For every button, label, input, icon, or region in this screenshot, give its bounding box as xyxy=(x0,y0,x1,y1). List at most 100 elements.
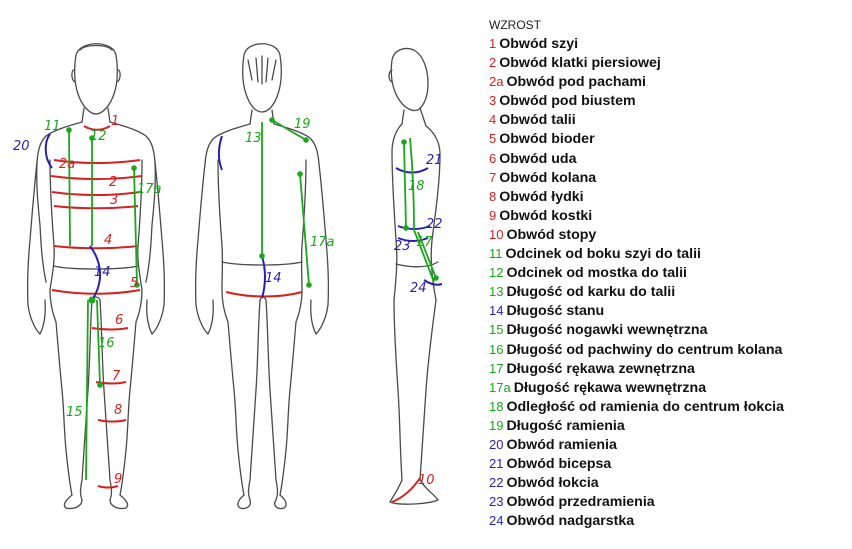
front-label-1: 1 xyxy=(111,114,119,129)
legend-title: WZROST xyxy=(489,18,541,32)
front-line-16 xyxy=(96,299,101,386)
legend-item-number: 6 xyxy=(489,150,497,166)
front-label-3: 3 xyxy=(110,193,118,208)
legend-item-label: Obwód pod pachami xyxy=(506,74,646,91)
front-line-9-ankle xyxy=(97,485,119,489)
legend-item-label: Obwód kolana xyxy=(499,169,597,186)
back-line-19 xyxy=(271,119,307,141)
front-line-2a-underarm xyxy=(53,159,141,164)
front-line-1-neck xyxy=(83,125,111,131)
side-line-18 xyxy=(403,141,407,229)
side-line-23-forearm xyxy=(397,237,429,242)
back-figure: 13 19 17a 14 xyxy=(194,43,335,510)
legend-item-number: 12 xyxy=(489,265,504,281)
legend-item-number: 21 xyxy=(489,456,504,472)
front-label-5: 5 xyxy=(130,276,138,291)
side-figure: 21 18 22 23 17 24 10 xyxy=(388,47,443,505)
legend-item-number: 8 xyxy=(489,188,497,204)
legend-item-label: Obwód stopy xyxy=(506,226,597,243)
back-label-13: 13 xyxy=(245,131,262,146)
side-label-17: 17 xyxy=(416,235,433,250)
back-line-hips xyxy=(225,291,303,298)
back-label-17a: 17a xyxy=(310,235,335,250)
legend-item-label: Długość nogawki wewnętrzna xyxy=(506,322,708,339)
front-label-6: 6 xyxy=(115,313,123,328)
legend-item-number: 16 xyxy=(489,341,504,357)
legend-item-number: 7 xyxy=(489,169,497,185)
legend-item-label: Obwód talii xyxy=(499,112,576,129)
legend-item-number: 2a xyxy=(489,74,504,90)
back-label-14: 14 xyxy=(265,271,282,286)
front-line-4-waist xyxy=(53,245,139,250)
legend-item-label: Długość od karku do talii xyxy=(506,284,676,301)
front-label-7: 7 xyxy=(112,369,121,384)
legend-item-label: Obwód szyi xyxy=(499,36,579,52)
front-label-9: 9 xyxy=(114,472,122,487)
legend-item-number: 18 xyxy=(489,398,504,414)
legend-item-number: 11 xyxy=(489,246,503,262)
front-line-8-calf xyxy=(97,419,127,423)
side-label-24: 24 xyxy=(410,281,427,296)
front-line-15 xyxy=(85,299,89,481)
front-label-4: 4 xyxy=(104,233,112,248)
legend-item-number: 17a xyxy=(489,379,511,395)
front-label-2a: 2a xyxy=(59,157,75,172)
front-body-outline xyxy=(26,43,166,510)
legend-item-label: Obwód łydki xyxy=(499,188,584,205)
side-line-24-wrist xyxy=(423,279,443,286)
legend-item-number: 19 xyxy=(489,417,504,433)
legend-item-number: 22 xyxy=(489,475,504,491)
front-line-3b-bust xyxy=(53,205,139,210)
legend-item-label: Obwód bicepsa xyxy=(506,456,612,473)
body-measurement-figures: 1 2a 2 3 4 5 6 7 8 9 11 12 14 15 16 17a … xyxy=(13,43,443,510)
legend-item-label: Obwód łokcia xyxy=(506,475,599,492)
legend-item-label: Obwód uda xyxy=(499,150,577,167)
front-label-12: 12 xyxy=(90,129,107,144)
legend-item-label: Obwód kostki xyxy=(499,207,593,224)
side-label-21: 21 xyxy=(426,153,443,168)
legend-item-label: Długość stanu xyxy=(506,303,605,320)
legend-item-label: Długość ramienia xyxy=(506,417,625,434)
legend-item-label: Obwód ramienia xyxy=(506,436,617,453)
back-line-17a xyxy=(299,173,310,286)
legend-item-number: 20 xyxy=(489,436,504,452)
legend-item-label: Długość od pachwiny do centrum kolana xyxy=(506,341,783,358)
front-line-6-thigh xyxy=(91,327,129,331)
legend-item-number: 9 xyxy=(489,207,497,223)
front-label-2: 2 xyxy=(109,175,117,190)
legend-item-number: 2 xyxy=(489,55,497,71)
legend-item-label: Obwód bioder xyxy=(499,131,595,148)
legend-item-number: 24 xyxy=(489,513,504,529)
front-line-17a xyxy=(133,167,138,286)
front-label-15: 15 xyxy=(66,405,83,420)
legend-item-number: 3 xyxy=(489,93,497,109)
front-label-14: 14 xyxy=(94,265,111,280)
side-label-22: 22 xyxy=(426,217,443,232)
side-label-23: 23 xyxy=(394,239,411,254)
legend-item-label: Odcinek od boku szyi do talii xyxy=(505,246,702,263)
back-body-outline xyxy=(194,43,330,510)
legend-item-label: Obwód przedramienia xyxy=(506,494,655,511)
legend-item-number: 1 xyxy=(489,36,497,51)
